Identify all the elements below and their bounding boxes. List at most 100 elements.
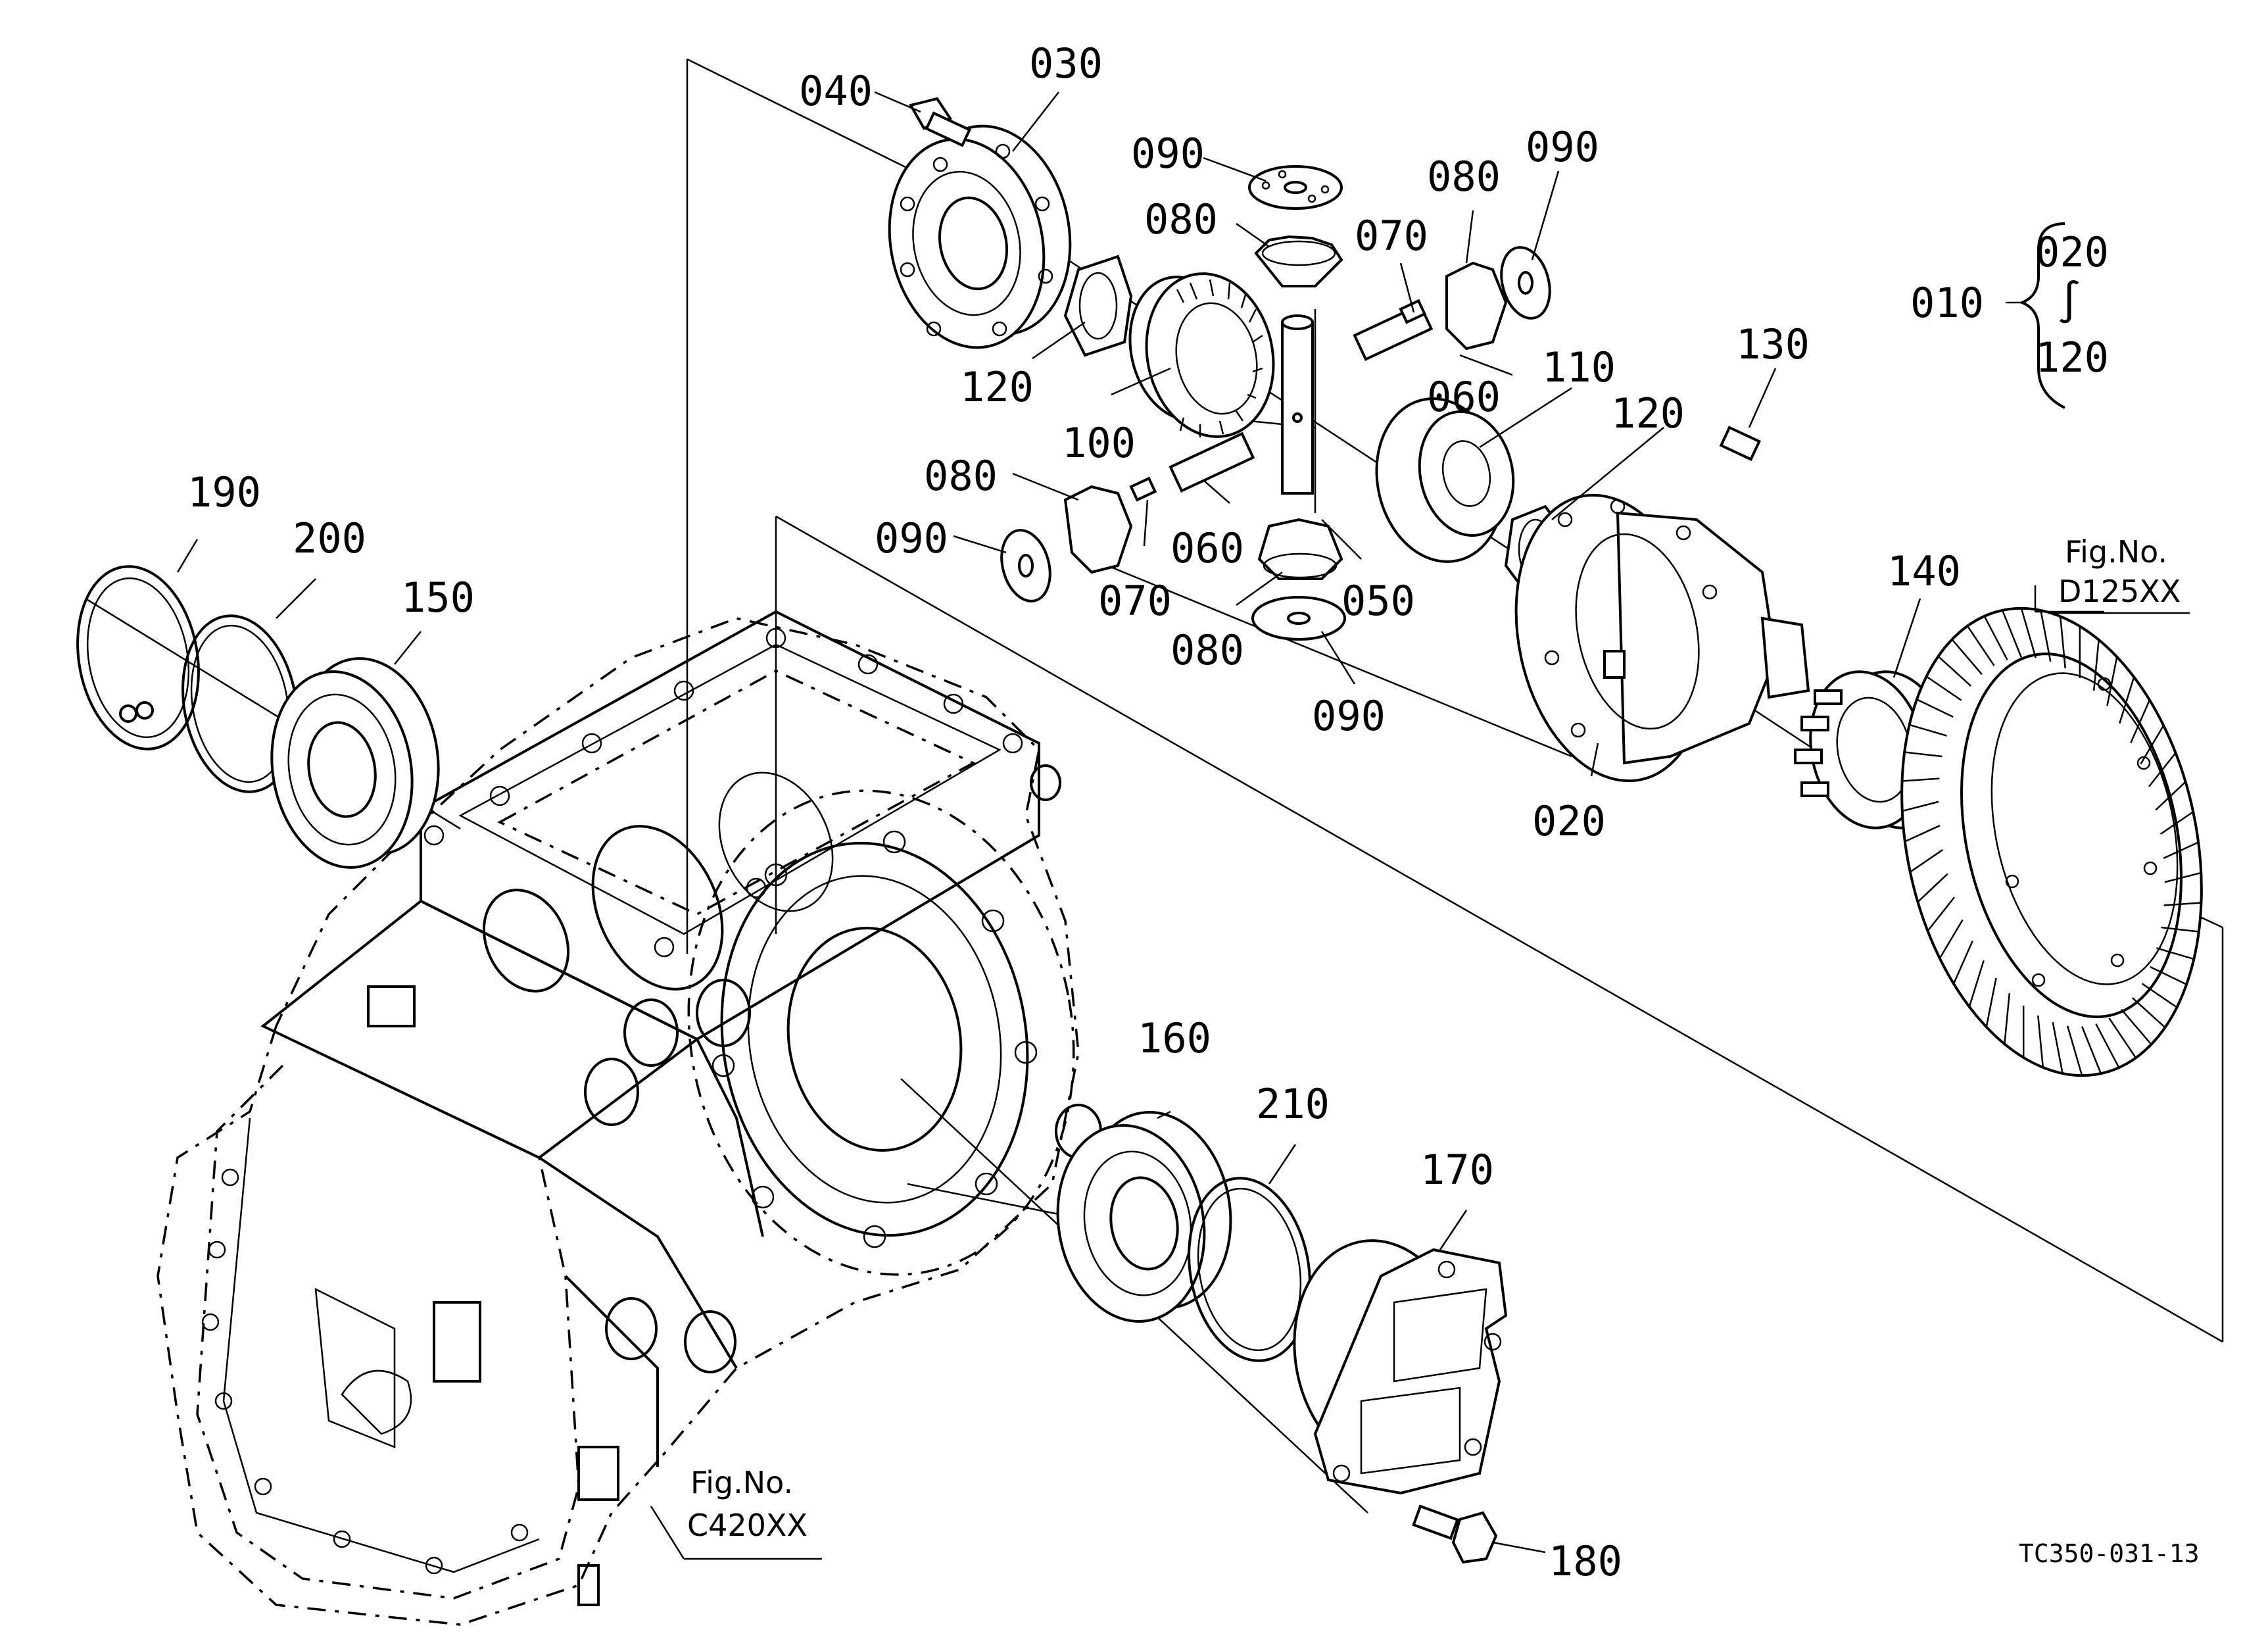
ring-gear-tooth xyxy=(2163,841,2199,859)
ring-gear-tooth xyxy=(1916,699,1954,718)
ring-gear-tooth xyxy=(1902,777,1940,782)
callout-080: 080 xyxy=(924,452,998,500)
ring-gear-tooth xyxy=(2106,656,2118,706)
part-170-holder xyxy=(1293,1239,1508,1495)
assembly-range-from: 020 xyxy=(2035,228,2109,276)
part-160-bearing xyxy=(1056,1111,1232,1323)
ring-gear xyxy=(1900,606,2203,1077)
callout-020: 020 xyxy=(1532,797,1606,845)
part-210-ring xyxy=(1188,1177,1311,1362)
ring-gear-tooth xyxy=(2155,781,2186,811)
assembly-range-symbol: ∫ xyxy=(2057,278,2081,326)
callout-080: 080 xyxy=(1170,626,1244,674)
ring-gear-tooth xyxy=(2052,1021,2063,1074)
callout-170: 170 xyxy=(1420,1146,1494,1194)
ring-gear-tooth xyxy=(1925,676,1962,701)
part-150-bearing xyxy=(270,657,440,869)
ring-gear-tooth xyxy=(2148,752,2177,787)
callout-150: 150 xyxy=(401,574,475,622)
part-080-090-right xyxy=(1445,246,1551,351)
fig-ref-title: Fig.No. xyxy=(690,1465,793,1500)
ring-gear-tooth xyxy=(2130,699,2151,743)
ring-gear-tooth xyxy=(1966,626,1995,666)
ring-gear-tooth xyxy=(1985,977,1997,1027)
part-120-shim-left xyxy=(1063,255,1133,357)
part-190-snap-ring xyxy=(76,565,200,750)
ring-gear-tooth xyxy=(2159,811,2194,835)
callout-090: 090 xyxy=(875,514,948,562)
callout-080: 080 xyxy=(1144,195,1218,243)
fig-ref-code: C420XX xyxy=(687,1508,808,1543)
callout-070: 070 xyxy=(1355,212,1428,260)
part-030-cover xyxy=(888,124,1072,349)
assembly-range-to: 120 xyxy=(2035,333,2109,381)
ring-gear-tooth xyxy=(2164,872,2202,883)
callout-190: 190 xyxy=(187,468,261,516)
callout-130: 130 xyxy=(1736,320,1810,368)
ring-gear-tooth xyxy=(1910,848,1944,873)
part-110-side-gear xyxy=(1375,397,1515,563)
ring-gear-tooth xyxy=(1904,825,1941,843)
callout-030: 030 xyxy=(1029,39,1103,87)
assembly-label: 010 020 ∫ 120 xyxy=(1910,228,2109,381)
callout-leaders xyxy=(176,91,2104,1560)
ring-gear-tooth xyxy=(2095,1023,2120,1068)
callout-180: 180 xyxy=(1549,1537,1622,1585)
ring-gear-tooth xyxy=(1917,873,1948,903)
ring-gear-tooth xyxy=(2121,1008,2152,1045)
ring-gear-tooth xyxy=(2161,926,2199,933)
ring-gear-tooth xyxy=(1927,897,1955,932)
ring-gear-tooth xyxy=(1968,960,1985,1008)
callout-160: 160 xyxy=(1138,1014,1211,1062)
ring-gear-tooth xyxy=(2004,993,2011,1045)
part-080-pinion-bottom xyxy=(1257,518,1343,580)
part-080-090-left xyxy=(1000,485,1133,602)
ring-gear-tooth xyxy=(1983,616,2008,660)
ring-gear-tooth xyxy=(2020,608,2037,658)
part-080-pinion-top xyxy=(1254,235,1343,287)
fig-ref-c420xx: Fig.No. C420XX xyxy=(687,1465,808,1543)
ring-gear-tooth xyxy=(2108,1018,2137,1058)
ring-gear-tooth xyxy=(2001,610,2022,658)
ring-gear-tooth xyxy=(1904,751,1942,758)
part-050-shaft xyxy=(1281,314,1314,495)
callout-140: 140 xyxy=(1887,547,1961,595)
callout-200: 200 xyxy=(293,514,366,562)
ring-gear-tooth xyxy=(1902,800,1939,812)
part-090-washer-top xyxy=(1248,165,1343,210)
fig-ref-d125xx: Fig.No. D125XX xyxy=(2052,534,2190,614)
callout-070: 070 xyxy=(1098,577,1172,625)
ring-gear-tooth xyxy=(2163,902,2202,906)
ring-gear-tooth xyxy=(2131,997,2166,1029)
callout-120: 120 xyxy=(1611,389,1685,437)
callout-090: 090 xyxy=(1312,692,1386,740)
assembly-bracket xyxy=(2006,222,2065,409)
ring-gear-tooth xyxy=(2141,983,2178,1008)
callout-060: 060 xyxy=(1170,524,1244,572)
assembly-number: 010 xyxy=(1910,279,1984,327)
ring-gear-tooth xyxy=(2059,616,2066,669)
callout-050: 050 xyxy=(1341,577,1415,625)
part-130-pin xyxy=(1719,426,1761,461)
part-090-washer-bottom xyxy=(1251,596,1346,641)
fig-ref-code: D125XX xyxy=(2058,574,2181,609)
part-020-diff-case xyxy=(1514,493,1810,783)
ring-gear-tooth xyxy=(2037,1015,2044,1068)
fig-ref-title: Fig.No. xyxy=(2065,534,2167,570)
callout-labels: 040 030 090 080 070 080 090 120 100 060 … xyxy=(187,39,1961,1585)
callout-040: 040 xyxy=(799,67,873,115)
callout-210: 210 xyxy=(1256,1080,1330,1128)
part-060-070-pins xyxy=(1129,299,1434,502)
ring-gear-tooth xyxy=(1909,724,1947,737)
ring-gear-tooth xyxy=(2040,610,2052,662)
ring-gear-tooth xyxy=(1952,941,1973,985)
ring-gear-tooth xyxy=(2081,1026,2102,1074)
part-100-side-gear xyxy=(1128,272,1275,438)
ring-gear-tooth xyxy=(2119,676,2135,724)
ring-gear-tooth xyxy=(1939,919,1964,959)
callout-060: 060 xyxy=(1427,373,1501,421)
callout-080: 080 xyxy=(1427,153,1501,201)
drawing-code: TC350-031-13 xyxy=(2019,1539,2200,1568)
ring-gear-tooth xyxy=(1937,655,1972,687)
